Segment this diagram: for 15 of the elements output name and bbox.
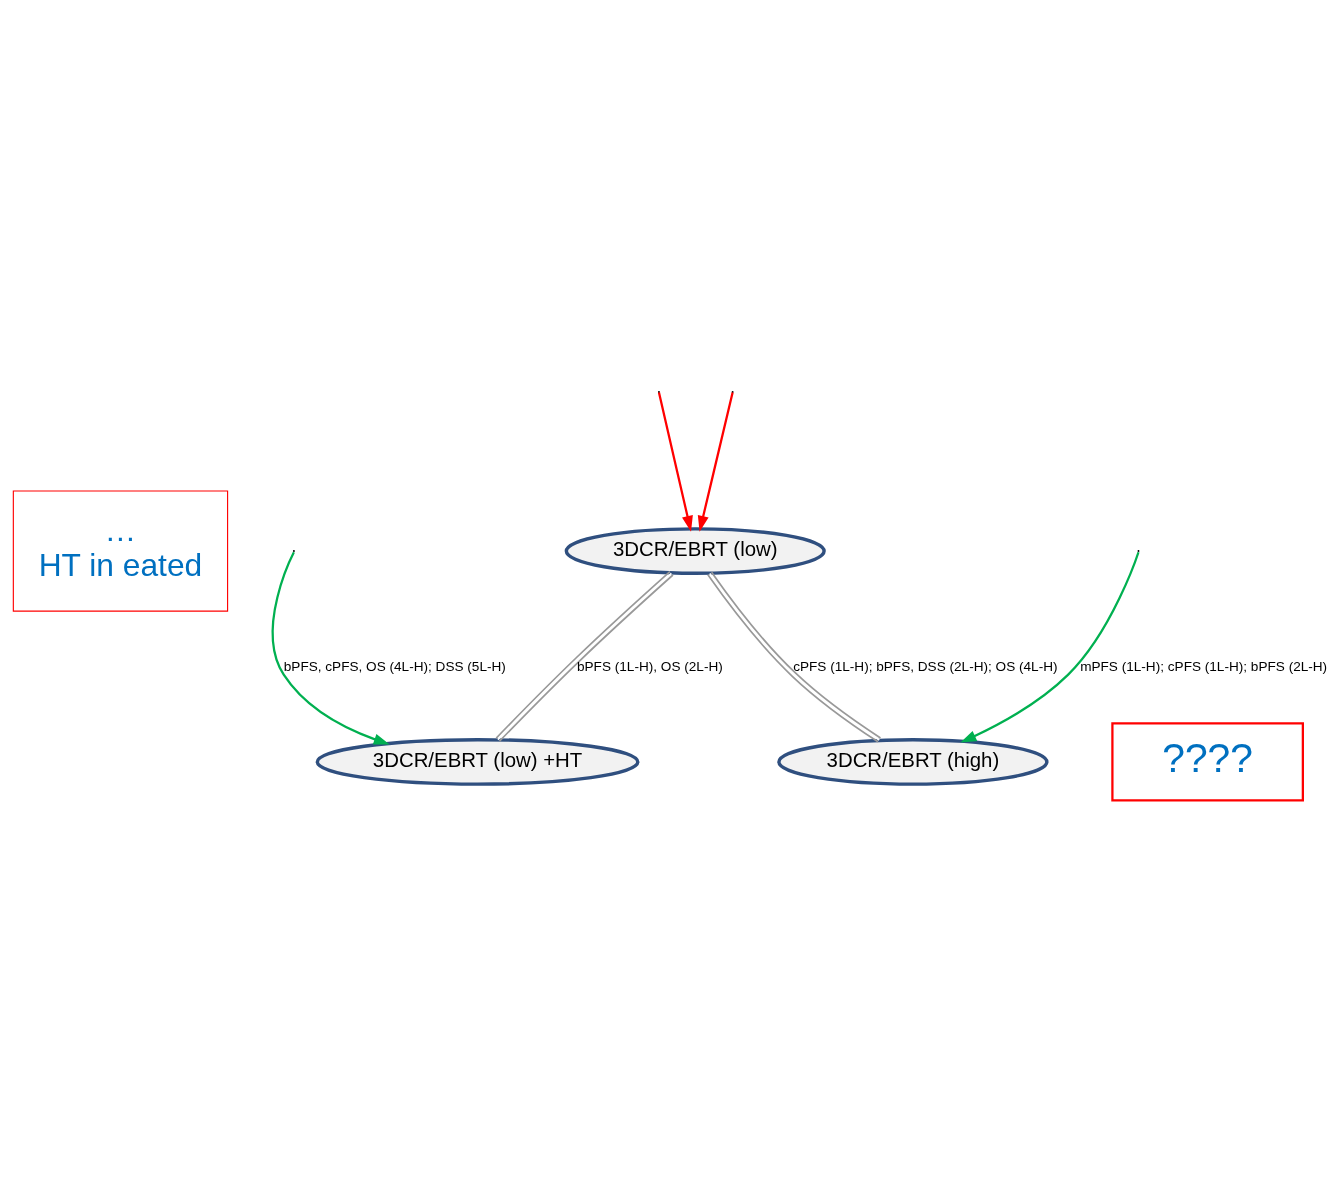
node-ellipse: 3DCR/EBRT (high) xyxy=(777,738,1049,786)
arrow xyxy=(697,392,734,532)
connector xyxy=(707,571,882,743)
arrow xyxy=(657,392,693,532)
node-box: … HT in eated xyxy=(12,490,229,612)
node-ellipse: 3DCR/EBRT (low) +HT xyxy=(315,738,640,786)
edge-label: bPFS (1L-H), OS (2L-H) xyxy=(576,658,723,674)
edge-label: mPFS (1L-H); cPFS (1L-H); bPFS (2L-H) xyxy=(1080,658,1328,674)
node-box: ???? xyxy=(1111,722,1304,802)
node-ellipse: 3DCR/EBRT (low) xyxy=(564,527,826,575)
arrow xyxy=(960,551,1140,743)
arrow xyxy=(271,551,390,745)
edge-label: bPFS, cPFS, OS (4L-H); DSS (5L-H) xyxy=(283,658,506,674)
connector xyxy=(495,570,674,743)
edge-label: cPFS (1L-H); bPFS, DSS (2L-H); OS (4L-H) xyxy=(793,658,1058,674)
